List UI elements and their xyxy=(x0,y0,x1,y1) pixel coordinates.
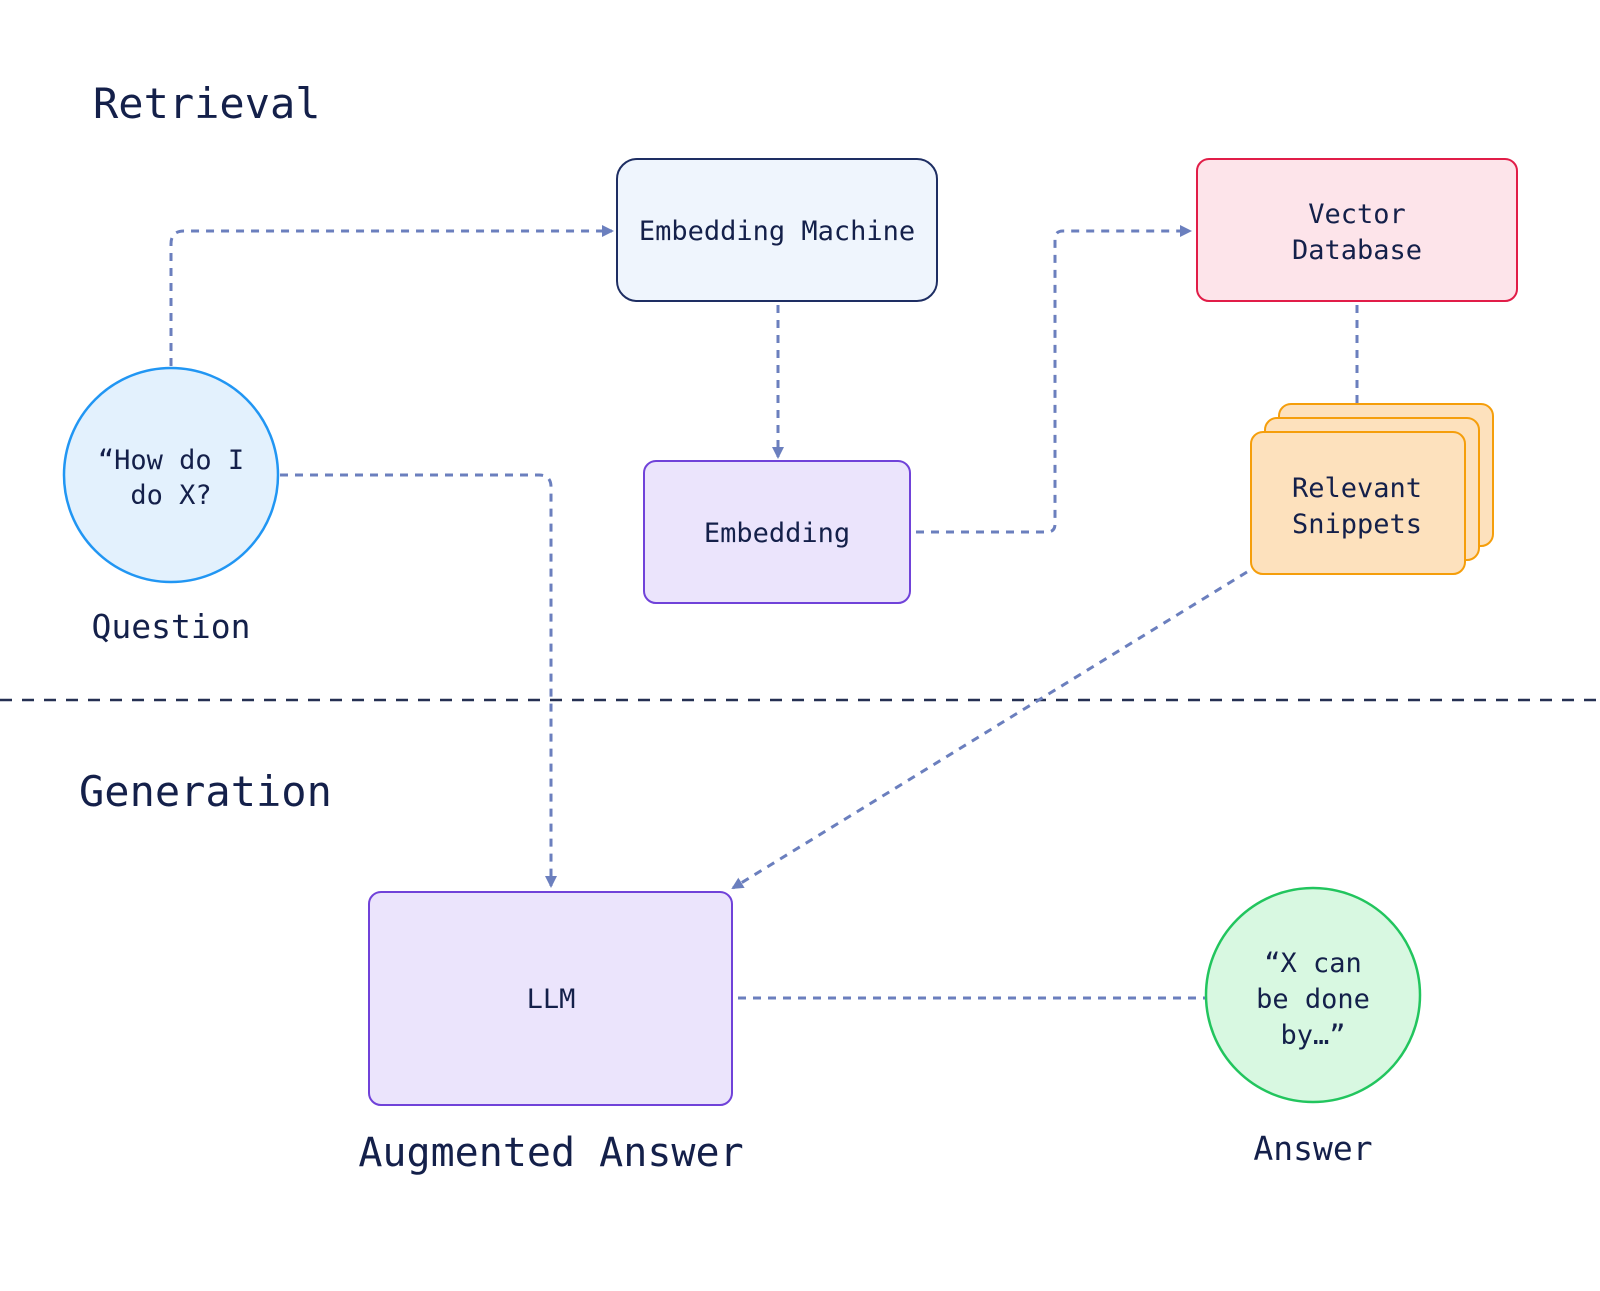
question-circle xyxy=(62,366,280,584)
embedding-box xyxy=(643,460,911,604)
vector-database-box xyxy=(1196,158,1518,302)
section-title-retrieval: Retrieval xyxy=(93,79,321,128)
embedding-machine-box xyxy=(616,158,938,302)
answer-caption: Answer xyxy=(1253,1129,1372,1168)
question-text-line-1: “How do I xyxy=(98,445,244,476)
llm-label: LLM xyxy=(527,984,576,1015)
answer-text-line-3: by…” xyxy=(1280,1020,1345,1051)
answer-circle xyxy=(1204,886,1422,1104)
augmented-answer-caption: Augmented Answer xyxy=(358,1130,743,1176)
vector-database-label-line-1: Vector xyxy=(1308,199,1406,230)
embedding-label: Embedding xyxy=(704,518,850,549)
embedding-machine-node: Embedding Machine xyxy=(616,158,938,302)
arrow-embedding-to-vector-database xyxy=(916,225,1192,534)
question-node: “How do I do X? xyxy=(62,366,280,584)
question-caption: Question xyxy=(92,607,251,646)
arrow-question-to-embedding-machine xyxy=(169,225,614,366)
relevant-snippets-node: Relevant Snippets xyxy=(1250,403,1494,575)
answer-text-line-1: “X can xyxy=(1264,948,1362,979)
arrow-question-to-llm xyxy=(280,473,557,888)
relevant-snippets-label-line-2: Snippets xyxy=(1292,509,1422,540)
llm-node: LLM xyxy=(368,891,733,1106)
snippet-card-front xyxy=(1250,431,1466,575)
answer-node: “X can be done by…” xyxy=(1204,886,1422,1104)
relevant-snippets-label-line-1: Relevant xyxy=(1292,473,1422,504)
section-title-generation: Generation xyxy=(79,767,332,816)
embedding-node: Embedding xyxy=(643,460,911,604)
llm-box xyxy=(368,891,733,1106)
answer-text-line-2: be done xyxy=(1256,984,1370,1015)
embedding-machine-label: Embedding Machine xyxy=(639,216,915,247)
arrow-snippets-to-llm xyxy=(731,570,1248,890)
question-text-line-2: do X? xyxy=(130,480,211,511)
vector-database-label-line-2: Database xyxy=(1292,235,1422,266)
vector-database-node: Vector Database xyxy=(1196,158,1518,302)
